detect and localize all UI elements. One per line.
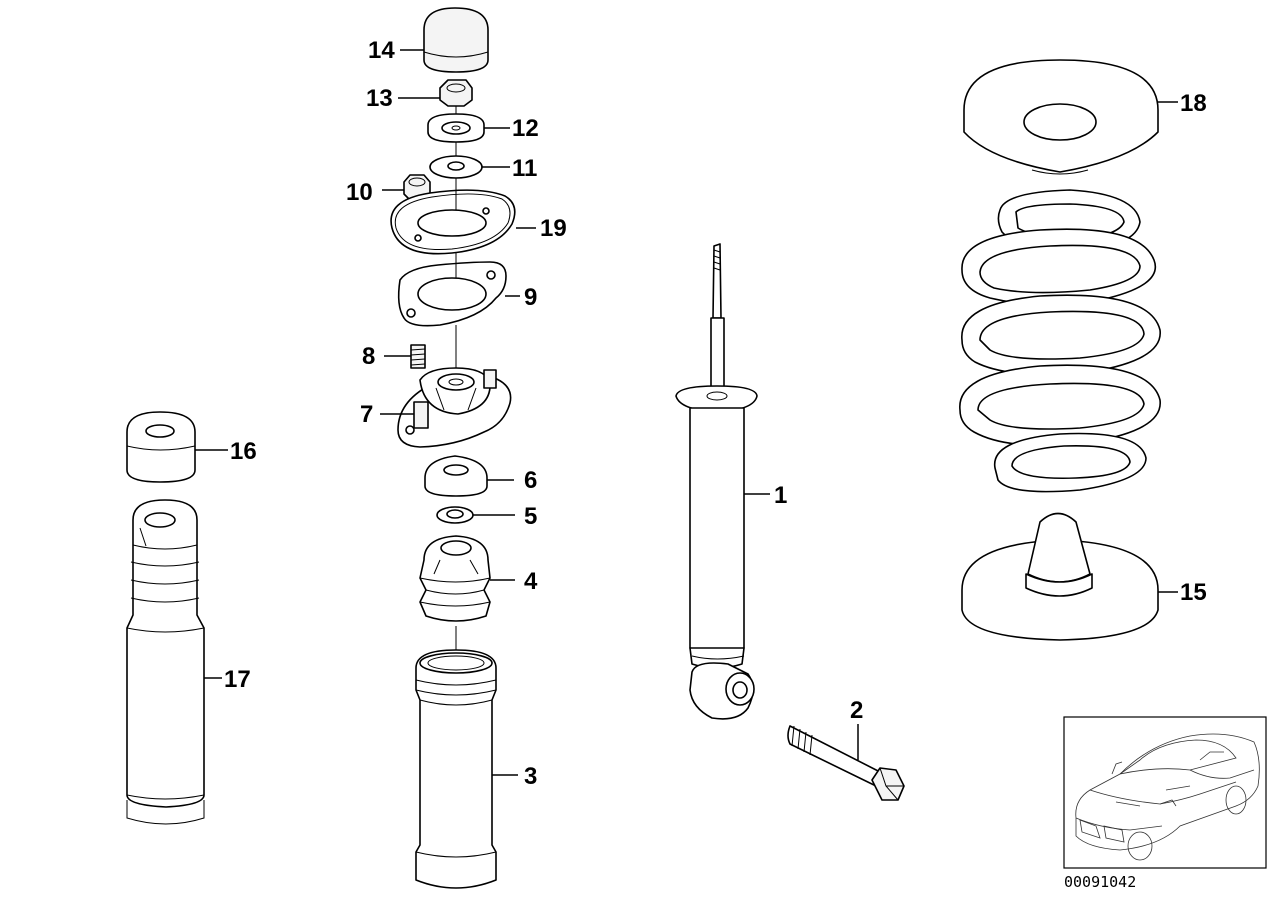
callout-19: 19 bbox=[540, 215, 567, 242]
callout-1: 1 bbox=[774, 482, 787, 509]
part-2-hex-bolt[interactable] bbox=[787, 725, 905, 801]
vehicle-thumbnail bbox=[1063, 716, 1267, 869]
callout-13: 13 bbox=[366, 85, 393, 112]
part-6-rubber-mount[interactable] bbox=[424, 455, 488, 497]
coil-spring[interactable] bbox=[959, 189, 1161, 493]
part-16-bump-stop[interactable] bbox=[126, 411, 196, 483]
part-3-protective-tube[interactable] bbox=[415, 649, 497, 889]
part-15-lower-spring-pad[interactable] bbox=[961, 512, 1159, 641]
callout-12: 12 bbox=[512, 115, 539, 142]
part-19-gasket[interactable] bbox=[390, 189, 516, 255]
callout-8: 8 bbox=[362, 343, 375, 370]
callout-7: 7 bbox=[360, 401, 373, 428]
car-icon bbox=[1075, 733, 1260, 861]
callout-17: 17 bbox=[224, 666, 251, 693]
part-5-washer[interactable] bbox=[436, 506, 474, 524]
callout-14: 14 bbox=[368, 37, 395, 64]
callout-18: 18 bbox=[1180, 90, 1207, 117]
callout-15: 15 bbox=[1180, 579, 1207, 606]
part-14-cap[interactable] bbox=[423, 7, 489, 73]
callout-6: 6 bbox=[524, 467, 537, 494]
part-11-washer[interactable] bbox=[429, 155, 483, 179]
part-13-nut[interactable] bbox=[439, 79, 473, 107]
part-8-stud-bolt[interactable] bbox=[410, 344, 426, 369]
part-1-shock-absorber[interactable] bbox=[675, 243, 758, 720]
part-17-protective-tube[interactable] bbox=[126, 499, 205, 825]
callout-5: 5 bbox=[524, 503, 537, 530]
callout-9: 9 bbox=[524, 284, 537, 311]
diagram-code: 00091042 bbox=[1064, 873, 1136, 891]
callout-16: 16 bbox=[230, 438, 257, 465]
part-9-seal[interactable] bbox=[397, 261, 507, 327]
callout-10: 10 bbox=[346, 179, 373, 206]
callout-11: 11 bbox=[512, 155, 537, 182]
callout-3: 3 bbox=[524, 763, 537, 790]
part-12-support-washer[interactable] bbox=[427, 113, 485, 143]
callout-4: 4 bbox=[524, 568, 538, 595]
part-18-spring-pad[interactable] bbox=[963, 59, 1159, 175]
part-4-additional-shock-absorber[interactable] bbox=[419, 535, 491, 622]
callout-2: 2 bbox=[850, 697, 863, 724]
part-7-support-bearing[interactable] bbox=[397, 367, 512, 448]
